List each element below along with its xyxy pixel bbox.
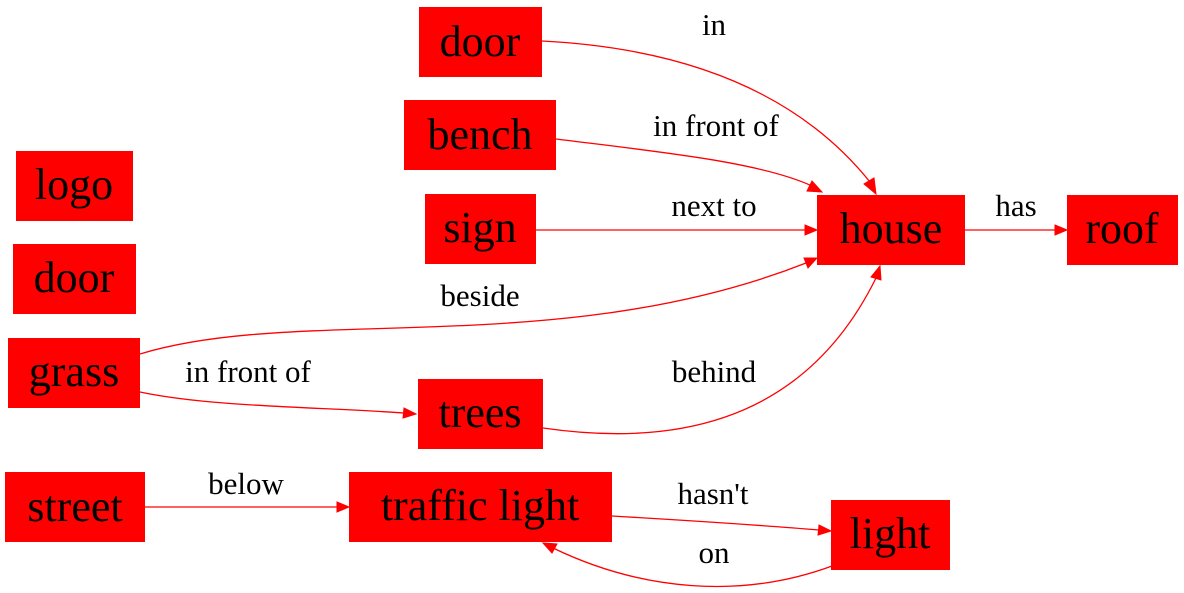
arrowhead — [806, 180, 824, 193]
arrowhead — [870, 264, 882, 281]
node-label: grass — [29, 347, 119, 396]
edge-label: in front of — [185, 354, 311, 389]
node-label: sign — [443, 203, 516, 252]
edge-label: next to — [671, 188, 756, 223]
edge-line — [542, 277, 877, 435]
edge-grass-in-front-of-trees: in front of — [139, 354, 418, 419]
node-bench[interactable]: bench — [404, 100, 556, 170]
node-box — [419, 7, 542, 77]
edge-label: beside — [440, 278, 519, 313]
arrowhead — [402, 407, 418, 419]
node-box — [5, 472, 145, 542]
edge-trees-behind-house: behind — [542, 264, 882, 435]
node-box — [13, 244, 136, 314]
edge-line — [139, 391, 405, 414]
edge-line — [611, 515, 820, 531]
node-sign[interactable]: sign — [425, 194, 536, 264]
node-label: trees — [438, 388, 521, 437]
node-box — [16, 151, 133, 221]
edge-label: in front of — [653, 108, 779, 143]
arrowhead — [817, 524, 833, 536]
node-door-top[interactable]: door — [419, 7, 542, 77]
arrowhead — [803, 257, 819, 269]
edge-label: has — [995, 188, 1036, 223]
node-house[interactable]: house — [817, 195, 965, 265]
arrowhead — [863, 177, 877, 196]
edge-label: in — [702, 7, 727, 42]
node-box — [349, 472, 612, 542]
edge-line — [552, 547, 833, 588]
edge-traffic-light-hasnt-light: hasn't — [611, 476, 833, 536]
node-box — [8, 338, 140, 408]
node-traffic-light[interactable]: traffic light — [349, 472, 612, 542]
edge-door-in-house: in — [541, 7, 877, 196]
node-label: light — [850, 509, 931, 558]
node-box — [425, 194, 536, 264]
edge-line — [555, 138, 813, 187]
edge-bench-in-front-of-house: in front of — [555, 108, 824, 193]
node-label: traffic light — [381, 481, 579, 530]
arrowhead — [336, 501, 351, 513]
node-grass[interactable]: grass — [8, 338, 140, 408]
node-box — [817, 195, 965, 265]
node-label: bench — [427, 110, 532, 159]
arrowhead — [541, 542, 558, 554]
edge-line — [139, 262, 807, 355]
node-label: roof — [1085, 204, 1159, 253]
node-trees[interactable]: trees — [418, 379, 543, 449]
edge-street-below-traffic-light: below — [145, 466, 351, 513]
node-light[interactable]: light — [831, 500, 950, 570]
node-door-left[interactable]: door — [13, 244, 136, 314]
node-label: house — [840, 204, 943, 253]
edge-label: below — [208, 466, 284, 501]
edge-label: hasn't — [677, 476, 748, 511]
edge-label: on — [699, 535, 731, 570]
node-label: logo — [35, 160, 113, 209]
node-roof[interactable]: roof — [1067, 195, 1178, 265]
node-box — [418, 379, 543, 449]
edge-house-has-roof: has — [965, 188, 1069, 236]
arrowhead — [1054, 224, 1069, 236]
node-box — [404, 100, 556, 170]
edge-label: behind — [672, 354, 757, 389]
node-box — [1067, 195, 1178, 265]
node-street[interactable]: street — [5, 472, 145, 542]
arrowhead — [804, 224, 819, 236]
edge-light-on-traffic-light: on — [541, 535, 833, 588]
node-box — [831, 500, 950, 570]
edge-grass-beside-house: beside — [139, 257, 819, 355]
node-label: door — [440, 17, 521, 66]
edge-line — [541, 40, 871, 183]
edge-sign-next-to-house: next to — [536, 188, 819, 236]
node-label: street — [27, 482, 122, 531]
node-label: door — [34, 253, 115, 302]
node-logo[interactable]: logo — [16, 151, 133, 221]
